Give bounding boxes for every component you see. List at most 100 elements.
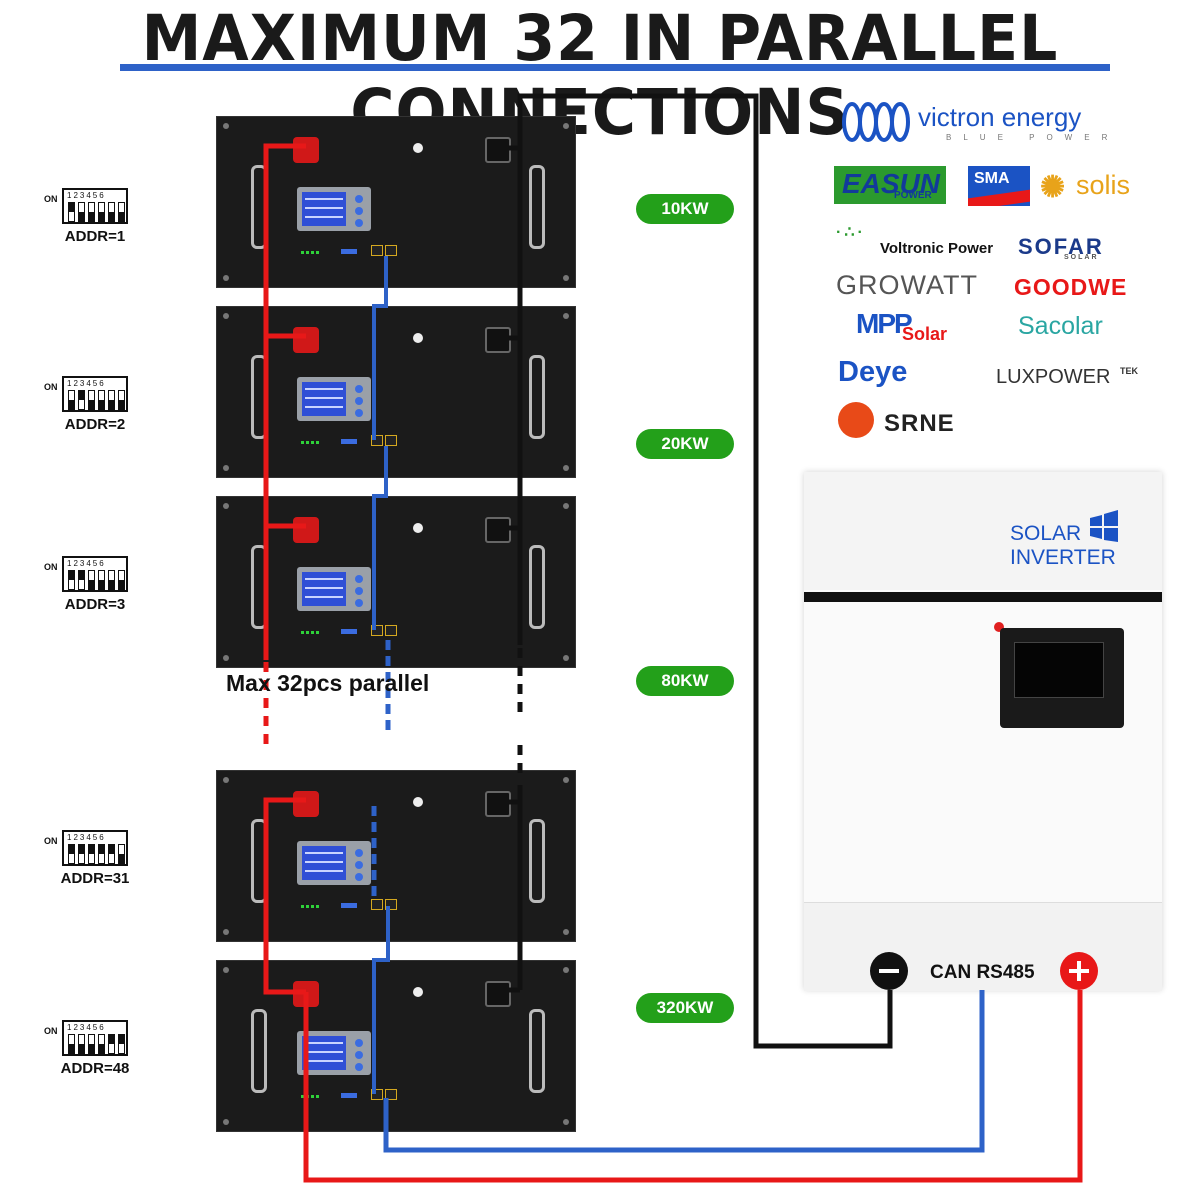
comm-port-out [385, 435, 397, 446]
dip-toggle-4 [98, 1034, 105, 1054]
brand-mpp-sub: Solar [902, 324, 948, 344]
dip-switch-graphic: 123456 [62, 830, 128, 866]
dip-toggle-knob [89, 212, 94, 221]
dip-toggle-knob [79, 1044, 84, 1053]
title-underline [120, 64, 1110, 71]
dip-toggle-knob [109, 400, 114, 409]
dip-toggle-6 [118, 1034, 125, 1054]
dip-toggle-knob [69, 845, 74, 854]
brand-sofar-sub: SOLAR [1064, 254, 1099, 261]
power-knob [413, 523, 423, 533]
can-cable-2-3 [372, 446, 388, 630]
brand-sma: SMA [974, 170, 1010, 187]
inverter-positive-terminal [1060, 952, 1098, 990]
dip-toggle-2 [78, 1034, 85, 1054]
dip-switch [341, 1093, 357, 1098]
dip-toggle-2 [78, 202, 85, 222]
dip-toggle-5 [108, 844, 115, 864]
positive-terminal [293, 327, 319, 353]
dip-toggle-4 [98, 202, 105, 222]
dip-toggle-6 [118, 570, 125, 590]
battery-lcd [297, 567, 371, 611]
inverter-black-band [804, 592, 1162, 602]
dip-toggle-knob [119, 400, 124, 409]
addr-dip-2: ON 123456 ADDR=2 [40, 376, 150, 446]
battery-module-3 [216, 496, 576, 668]
power-knob [413, 987, 423, 997]
battery-lcd [297, 377, 371, 421]
dip-toggle-knob [119, 1035, 124, 1044]
dip-toggle-knob [119, 854, 124, 863]
power-knob [413, 797, 423, 807]
dip-switch-graphic: 123456 [62, 188, 128, 224]
addr-label: ADDR=31 [60, 870, 130, 887]
inverter-line-1: SOLAR [1010, 522, 1082, 545]
dip-toggle-knob [69, 1044, 74, 1053]
negative-main-cable [517, 93, 893, 1049]
dip-toggle-2 [78, 844, 85, 864]
positive-bus-upper [263, 143, 306, 660]
dip-toggle-6 [118, 844, 125, 864]
dip-switch-graphic: 123456 [62, 556, 128, 592]
battery-handle [529, 545, 545, 629]
dip-toggle-3 [88, 844, 95, 864]
dip-toggle-3 [88, 390, 95, 410]
comm-port-in [371, 435, 383, 446]
solar-inverter: SOLAR INVERTER [804, 472, 1162, 991]
dip-toggle-4 [98, 390, 105, 410]
battery-lcd [297, 841, 371, 885]
dip-toggle-knob [119, 212, 124, 221]
inverter-top-panel [804, 472, 1162, 590]
dip-toggle-1 [68, 844, 75, 864]
dip-toggle-knob [109, 580, 114, 589]
addr-dip-3: ON 123456 ADDR=3 [40, 556, 150, 626]
status-leds [301, 631, 321, 634]
brand-easun: EASUN [842, 168, 941, 199]
dip-toggle-4 [98, 570, 105, 590]
inverter-indicator-led [994, 622, 1004, 632]
dip-toggle-knob [89, 400, 94, 409]
dip-toggle-1 [68, 570, 75, 590]
positive-terminal [293, 791, 319, 817]
dip-switch-graphic: 123456 [62, 1020, 128, 1056]
brand-deye: Deye [838, 356, 908, 388]
sma-logo-bg: SMA [968, 166, 1030, 206]
addr-dip-48: ON 123456 ADDR=48 [40, 1020, 150, 1090]
comm-port-out [385, 625, 397, 636]
addr-dip-31: ON 123456 ADDR=31 [40, 830, 150, 900]
comm-port-in [371, 899, 383, 910]
dip-toggle-knob [99, 400, 104, 409]
voltronic-dots-icon: ·∴· [836, 224, 866, 241]
brand-luxpower: LUXPOWER [996, 366, 1111, 388]
brand-victron-sub: BLUE POWER [946, 133, 1120, 142]
dip-toggle-5 [108, 390, 115, 410]
dip-toggle-knob [99, 845, 104, 854]
dip-toggle-1 [68, 202, 75, 222]
dip-toggle-knob [99, 1044, 104, 1053]
dip-toggle-5 [108, 1034, 115, 1054]
power-badge-4: 320KW [636, 993, 734, 1023]
comm-port-out [385, 1089, 397, 1100]
battery-lcd [297, 187, 371, 231]
victron-logo-icon [842, 102, 910, 142]
battery-handle [251, 1009, 267, 1093]
battery-handle [529, 165, 545, 249]
dip-toggle-4 [98, 844, 105, 864]
addr-label: ADDR=3 [64, 596, 126, 613]
battery-lcd [297, 1031, 371, 1075]
can-rs485-label: CAN RS485 [930, 962, 1035, 983]
dip-toggle-knob [69, 571, 74, 580]
positive-bus-lower [263, 797, 306, 995]
dip-toggle-6 [118, 390, 125, 410]
negative-terminal [485, 981, 511, 1007]
addr-label: ADDR=48 [60, 1060, 130, 1077]
dip-toggle-6 [118, 202, 125, 222]
status-leds [301, 441, 321, 444]
brand-mpp: MPP [856, 308, 913, 339]
addr-label: ADDR=2 [64, 416, 126, 433]
status-leds [301, 1095, 321, 1098]
dip-toggle-knob [119, 580, 124, 589]
comm-port-out [385, 899, 397, 910]
dip-toggle-knob [69, 400, 74, 409]
